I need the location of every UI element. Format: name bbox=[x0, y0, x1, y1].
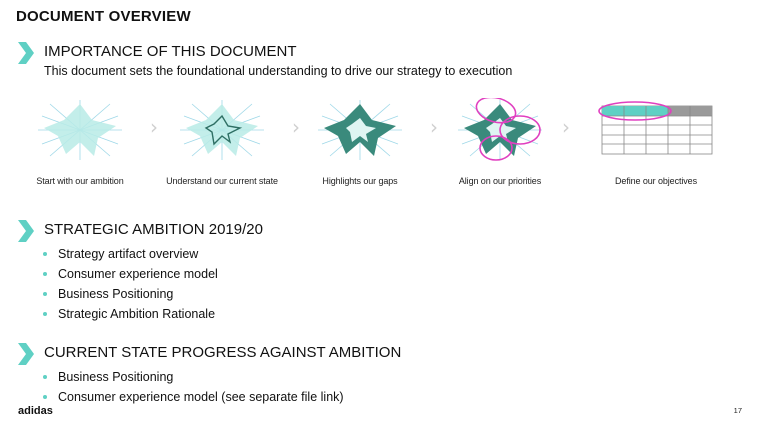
chevron-right-icon bbox=[18, 343, 34, 365]
list-item: Business Positioning bbox=[40, 284, 218, 304]
chevron-right-icon: › bbox=[150, 115, 158, 139]
page-number: 17 bbox=[733, 406, 742, 415]
adidas-logo: adidas bbox=[18, 405, 53, 417]
radar-ambition-icon bbox=[38, 100, 122, 160]
section-strategic-ambition: STRATEGIC AMBITION 2019/20 Strategy arti… bbox=[18, 220, 518, 330]
step-label: Highlights our gaps bbox=[322, 176, 398, 186]
objectives-table-icon bbox=[598, 101, 713, 155]
step-label: Start with our ambition bbox=[36, 176, 124, 186]
list-item: Strategic Ambition Rationale bbox=[40, 304, 218, 324]
process-diagram: › › › › bbox=[38, 98, 713, 161]
list-item: Strategy artifact overview bbox=[40, 244, 218, 264]
section-heading: IMPORTANCE OF THIS DOCUMENT bbox=[44, 43, 297, 60]
radar-current-state-icon bbox=[180, 100, 264, 160]
section-current-state: CURRENT STATE PROGRESS AGAINST AMBITION … bbox=[18, 343, 618, 409]
chevron-right-icon bbox=[18, 220, 34, 242]
bullet-list: Strategy artifact overview Consumer expe… bbox=[40, 244, 218, 324]
radar-gaps-icon bbox=[318, 100, 402, 160]
section-subtitle: This document sets the foundational unde… bbox=[44, 64, 513, 78]
section-importance: IMPORTANCE OF THIS DOCUMENT This documen… bbox=[18, 42, 758, 82]
page-title: DOCUMENT OVERVIEW bbox=[16, 8, 191, 25]
chevron-right-icon: › bbox=[562, 115, 570, 139]
radar-priorities-icon bbox=[458, 98, 542, 161]
chevron-right-icon: › bbox=[430, 115, 438, 139]
list-item: Consumer experience model bbox=[40, 264, 218, 284]
step-label: Understand our current state bbox=[166, 176, 278, 186]
chevron-right-icon: › bbox=[292, 115, 300, 139]
section-heading: STRATEGIC AMBITION 2019/20 bbox=[44, 221, 263, 238]
bullet-list: Business Positioning Consumer experience… bbox=[40, 367, 344, 407]
step-label: Define our objectives bbox=[615, 176, 697, 186]
step-label: Align on our priorities bbox=[458, 176, 542, 186]
list-item: Consumer experience model (see separate … bbox=[40, 387, 344, 407]
list-item: Business Positioning bbox=[40, 367, 344, 387]
section-heading: CURRENT STATE PROGRESS AGAINST AMBITION bbox=[44, 344, 402, 361]
chevron-right-icon bbox=[18, 42, 34, 64]
